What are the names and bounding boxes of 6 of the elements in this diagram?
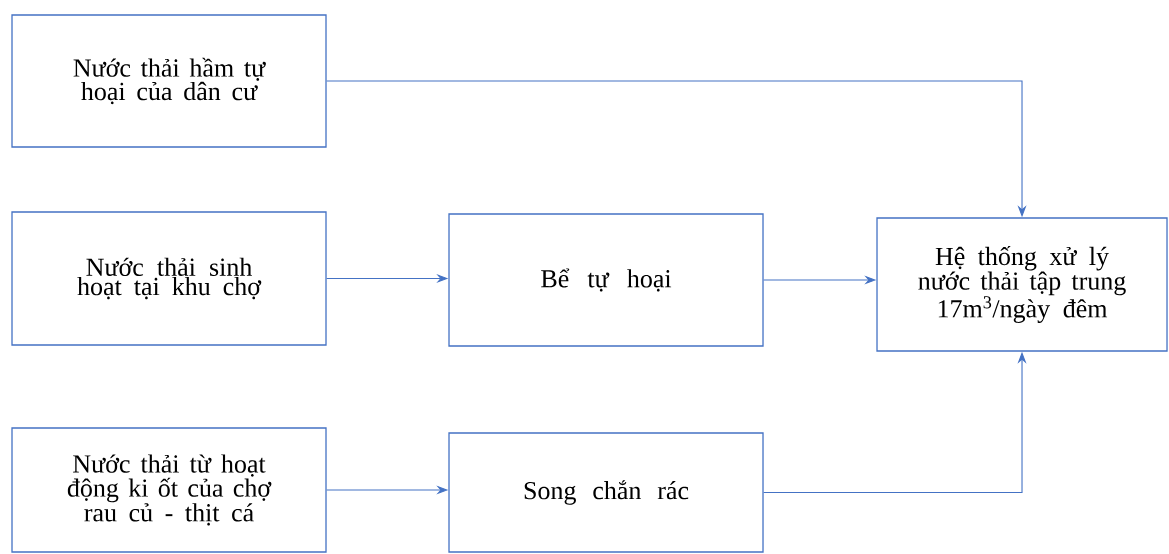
- process-box: Nước thải hầm tự hoại của dân cư: [11, 14, 327, 148]
- process-box: Nước thải từ hoạt động ki ốt của chợ rau củ - thịt cá: [11, 427, 327, 553]
- process-box: Nước thải sinh hoạt tại khu chợ: [11, 211, 327, 346]
- process-box: Song chắn rác: [448, 432, 764, 553]
- process-box: Bể tự hoại: [448, 213, 764, 347]
- process-box: Hệ thống xử lý nước thải tập trung 17m$^{3}$/ngày đêm: [876, 217, 1168, 352]
